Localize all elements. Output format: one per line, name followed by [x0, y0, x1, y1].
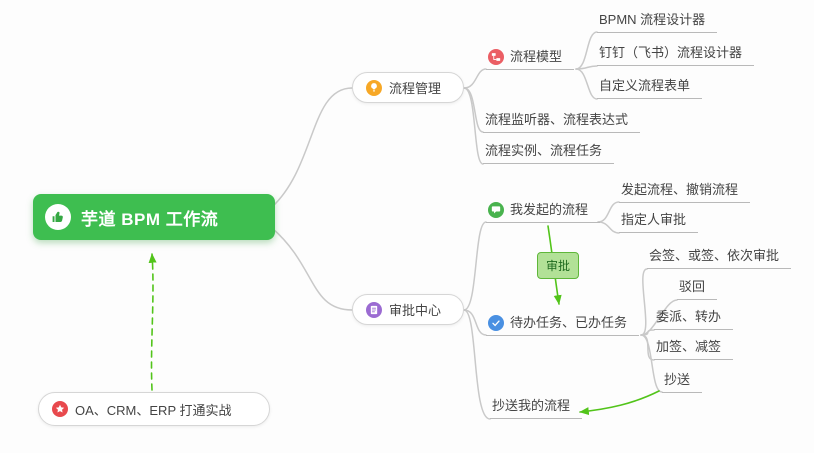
node-label: 我发起的流程	[510, 202, 589, 217]
node-oa-crm-erp[interactable]: OA、CRM、ERP 打通实战	[38, 392, 270, 426]
badge-label: 审批	[546, 259, 571, 273]
node-label: 指定人审批	[621, 212, 687, 227]
node-label: 会签、或签、依次审批	[649, 248, 780, 263]
flowchart-icon	[488, 49, 504, 65]
node-initiate-cancel[interactable]: 发起流程、撤销流程	[619, 181, 751, 203]
connector-initiated-initiate-cancel	[597, 201, 620, 223]
connector-central-process-mgmt	[271, 87, 353, 208]
node-delegate-transfer[interactable]: 委派、转办	[654, 308, 734, 330]
connector-todo-countersign	[640, 268, 648, 336]
central-topic[interactable]: 芋道 BPM 工作流	[33, 194, 275, 240]
node-listener-expr[interactable]: 流程监听器、流程表达式	[483, 111, 641, 133]
node-my-initiated[interactable]: 我发起的流程	[486, 201, 601, 223]
connector-process-mgmt-instance	[463, 87, 484, 165]
connector-process-mgmt-model	[463, 68, 487, 89]
node-label: 驳回	[679, 279, 706, 294]
connector-approval-my-initiated	[463, 221, 487, 311]
lightbulb-icon	[366, 79, 382, 96]
node-cc[interactable]: 抄送	[662, 371, 703, 393]
approval-relationship-badge[interactable]: 审批	[537, 252, 580, 279]
document-check-icon	[366, 301, 382, 318]
node-process-mgmt[interactable]: 流程管理	[352, 72, 464, 103]
node-label: 流程模型	[510, 49, 563, 64]
node-instance-task[interactable]: 流程实例、流程任务	[483, 142, 615, 164]
connector-model-custom-form	[575, 68, 598, 100]
node-label: 待办任务、已办任务	[510, 315, 628, 330]
central-topic-label: 芋道 BPM 工作流	[81, 209, 219, 229]
node-label: 审批中心	[389, 303, 442, 318]
connector-central-approval-center	[271, 227, 353, 311]
connector-todo-reject	[640, 299, 678, 336]
node-todo-done[interactable]: 待办任务、已办任务	[486, 314, 640, 336]
node-label: 抄送我的流程	[492, 398, 571, 413]
thumbs-up-icon	[45, 204, 71, 230]
node-custom-form[interactable]: 自定义流程表单	[597, 77, 703, 99]
node-process-model[interactable]: 流程模型	[486, 48, 575, 70]
node-reject[interactable]: 驳回	[677, 278, 718, 300]
node-label: BPMN 流程设计器	[599, 12, 706, 27]
node-dingtalk-designer[interactable]: 钉钉（飞书）流程设计器	[597, 44, 755, 66]
node-label: 流程监听器、流程表达式	[485, 112, 629, 127]
node-label: 流程实例、流程任务	[485, 143, 603, 158]
node-countersign[interactable]: 会签、或签、依次审批	[647, 247, 792, 269]
node-bpmn-designer[interactable]: BPMN 流程设计器	[597, 11, 718, 33]
branch-connectors	[271, 31, 678, 420]
node-label: OA、CRM、ERP 打通实战	[75, 402, 232, 418]
chat-bubble-icon	[488, 202, 504, 218]
node-designated-approver[interactable]: 指定人审批	[619, 211, 699, 233]
node-label: 流程管理	[389, 81, 442, 96]
connector-initiated-designated	[597, 221, 620, 234]
check-icon	[488, 315, 504, 331]
star-icon	[52, 401, 68, 417]
node-label: 委派、转办	[656, 309, 722, 324]
connector-todo-add-remove	[640, 334, 655, 361]
node-add-remove-sign[interactable]: 加签、减签	[654, 338, 734, 360]
node-label: 抄送	[664, 372, 691, 387]
node-approval-center[interactable]: 审批中心	[352, 294, 464, 325]
node-label: 发起流程、撤销流程	[621, 182, 739, 197]
node-cc-my-process[interactable]: 抄送我的流程	[490, 397, 583, 419]
connector-todo-delegate	[640, 329, 655, 336]
connector-approval-cc-my-process	[463, 309, 491, 420]
node-label: 钉钉（飞书）流程设计器	[599, 45, 743, 60]
arrow-oa-to-central	[148, 253, 157, 391]
node-label: 自定义流程表单	[599, 78, 691, 93]
connector-approval-todo-done	[463, 309, 487, 336]
node-label: 加签、减签	[656, 339, 722, 354]
connector-model-bpmn	[575, 31, 598, 70]
arrow-cc-to-cc-my-process	[579, 390, 660, 416]
